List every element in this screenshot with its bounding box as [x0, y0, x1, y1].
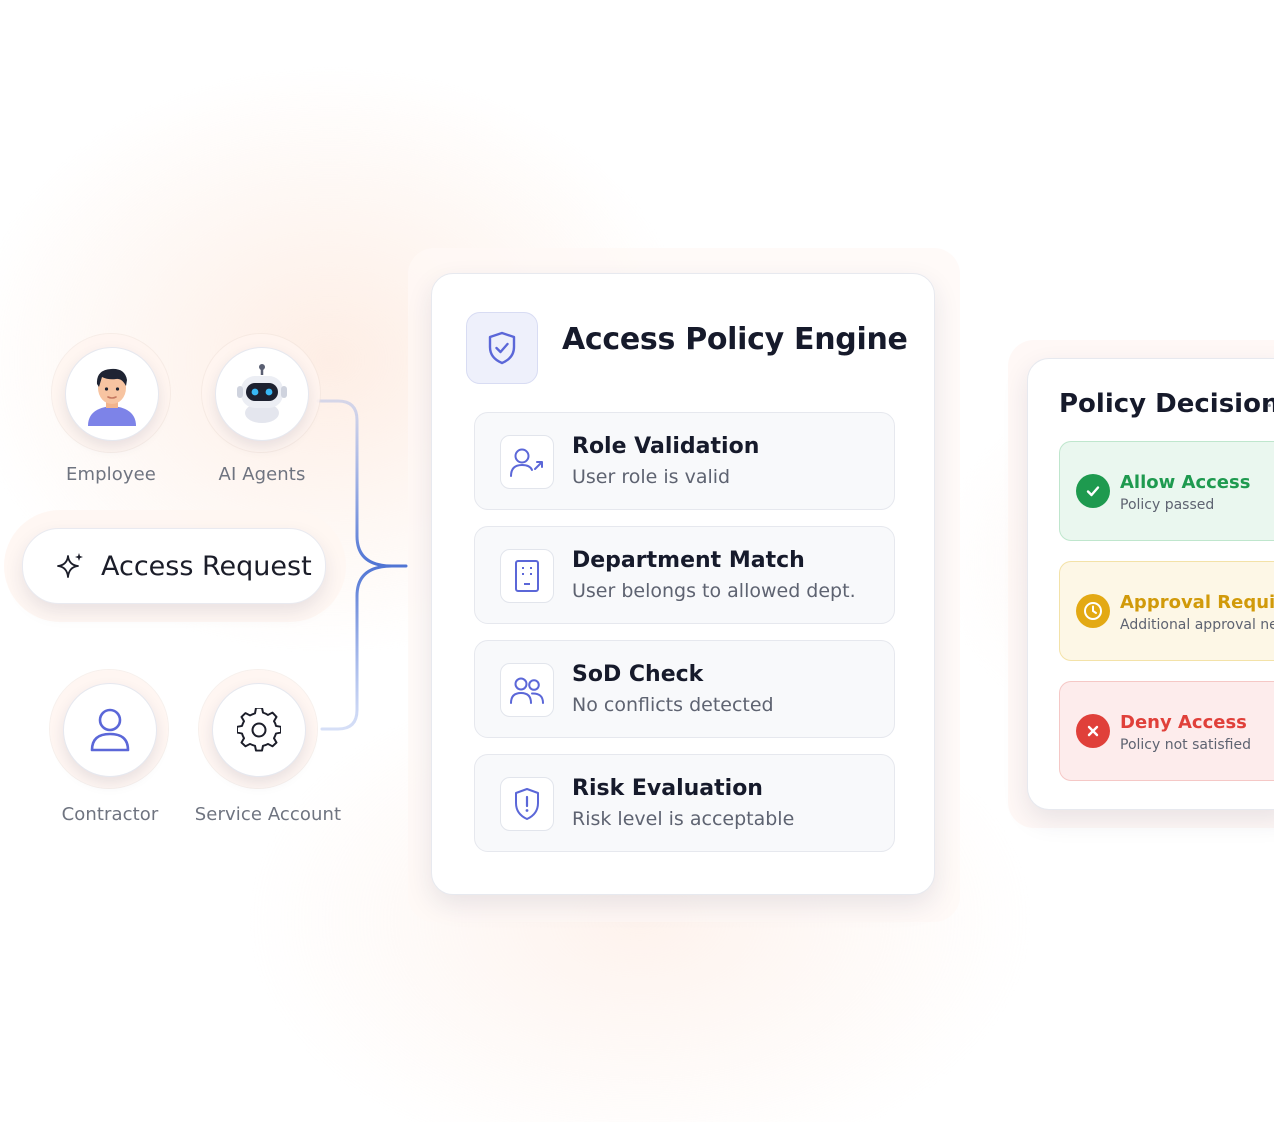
check-title: SoD Check [572, 662, 704, 687]
check-circle-icon [1076, 474, 1110, 508]
user-role-icon [500, 435, 554, 489]
robot-icon [215, 347, 309, 441]
outcome-subtitle: Policy not satisfied [1120, 737, 1251, 753]
employee-node [52, 334, 170, 452]
check-sod: SoD Check No conflicts detected [474, 640, 895, 738]
outcome-approval-required: Approval Required Additional approval ne… [1059, 561, 1274, 661]
shield-check-icon [466, 312, 538, 384]
engine-title: Access Policy Engine [562, 322, 908, 357]
ai-agents-node [202, 334, 320, 452]
check-department-match: Department Match User belongs to allowed… [474, 526, 895, 624]
access-request-button[interactable]: Access Request [22, 528, 326, 604]
policy-decision-card: Policy Decision Allow Access Policy pass… [1027, 358, 1274, 810]
outcome-subtitle: Policy passed [1120, 497, 1215, 513]
ai-agents-label: AI Agents [218, 464, 306, 485]
decision-dot [1268, 404, 1271, 407]
outcome-allow-access: Allow Access Policy passed [1059, 441, 1274, 541]
check-title: Role Validation [572, 434, 760, 459]
check-subtitle: User role is valid [572, 466, 731, 488]
check-subtitle: No conflicts detected [572, 694, 774, 716]
clock-icon [1076, 594, 1110, 628]
user-icon [63, 683, 157, 777]
check-title: Department Match [572, 548, 805, 573]
employee-label: Employee [66, 464, 156, 485]
outcome-deny-access: Deny Access Policy not satisfied [1059, 681, 1274, 781]
employee-avatar-icon [65, 347, 159, 441]
check-subtitle: User belongs to allowed dept. [572, 580, 856, 602]
check-risk-evaluation: Risk Evaluation Risk level is acceptable [474, 754, 895, 852]
outcome-title: Approval Required [1120, 592, 1274, 613]
decision-title: Policy Decision [1059, 389, 1274, 419]
service-account-label: Service Account [194, 804, 342, 825]
access-request-label: Access Request [101, 550, 312, 582]
contractor-label: Contractor [61, 804, 159, 825]
service-account-node [199, 670, 317, 788]
sparkle-icon [55, 551, 85, 581]
outcome-title: Allow Access [1120, 472, 1251, 493]
users-icon [500, 663, 554, 717]
shield-alert-icon [500, 777, 554, 831]
check-role-validation: Role Validation User role is valid [474, 412, 895, 510]
outcome-title: Deny Access [1120, 712, 1247, 733]
check-title: Risk Evaluation [572, 776, 763, 801]
check-subtitle: Risk level is acceptable [572, 808, 795, 830]
building-icon [500, 549, 554, 603]
access-policy-engine-card: Access Policy Engine Role Validation Use… [431, 273, 935, 895]
gear-icon [212, 683, 306, 777]
contractor-node [50, 670, 168, 788]
x-circle-icon [1076, 714, 1110, 748]
outcome-subtitle: Additional approval needed [1120, 617, 1274, 633]
